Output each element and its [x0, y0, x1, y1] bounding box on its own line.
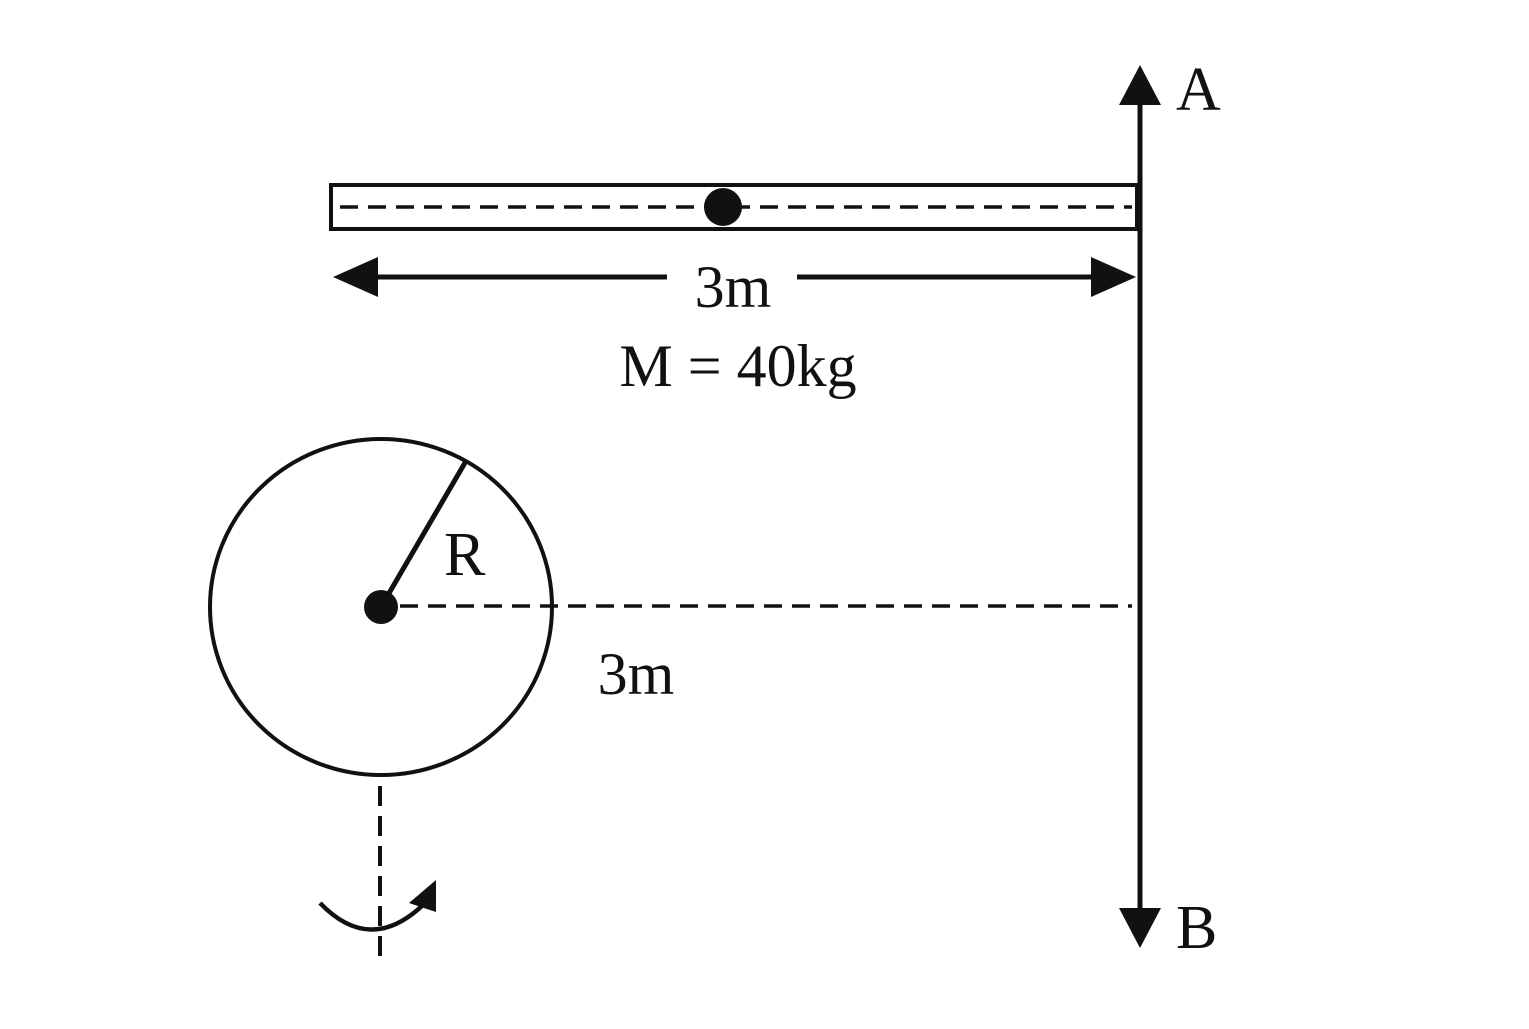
rod — [329, 183, 1139, 231]
axis-arrow-up — [1119, 65, 1161, 105]
disc-radius-line — [378, 459, 469, 609]
rotation-arrow-icon — [318, 901, 425, 932]
axis-ab: A B — [1119, 56, 1221, 962]
radius-label: R — [444, 521, 486, 589]
rod-dimension-arrow-right — [1091, 257, 1136, 297]
disc-axis-distance: 3m — [400, 604, 1132, 707]
axis-label-a: A — [1176, 56, 1221, 124]
rod-mass-label: M = 40kg — [619, 333, 856, 399]
distance-label: 3m — [598, 641, 675, 707]
disc-center — [364, 590, 398, 624]
rotation-arrowhead-icon — [409, 880, 436, 912]
rod-center-of-mass — [704, 188, 742, 226]
axis-label-b: B — [1176, 894, 1217, 962]
rod-length-label: 3m — [695, 254, 772, 320]
axis-arrow-down — [1119, 908, 1161, 948]
disc-rotation-axis — [318, 786, 436, 965]
rod-length-dimension: 3m M = 40kg — [333, 254, 1136, 399]
rod-dimension-arrow-left — [333, 257, 378, 297]
